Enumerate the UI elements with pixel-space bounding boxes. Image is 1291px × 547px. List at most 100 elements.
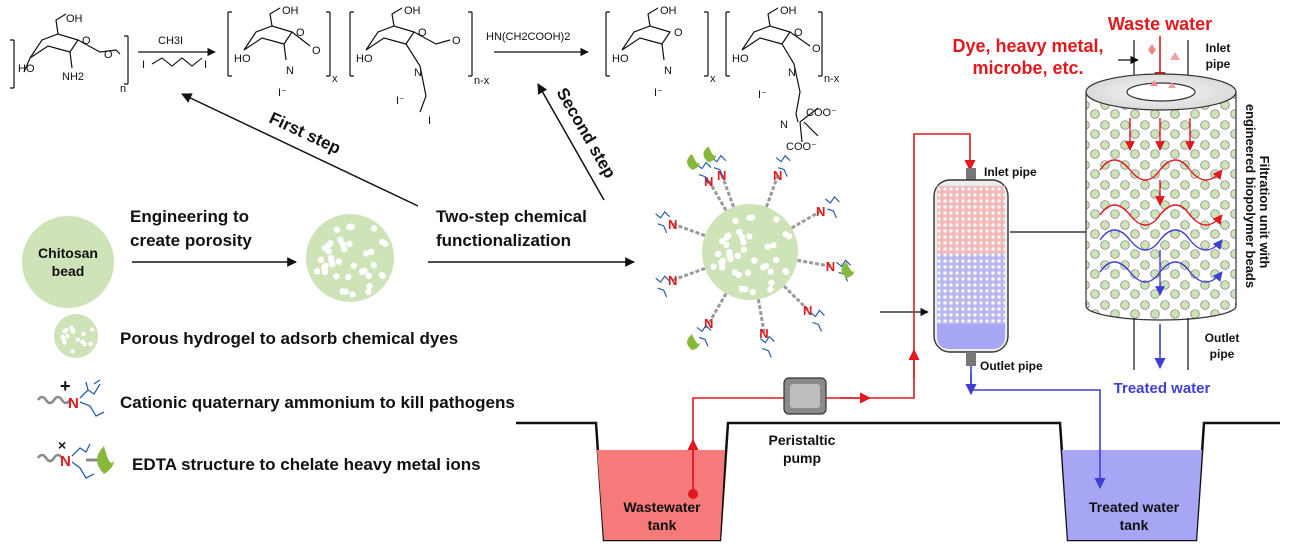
pore (60, 334, 65, 340)
svg-text:I: I (428, 115, 431, 127)
amine-n: N (816, 204, 825, 219)
pore (773, 256, 780, 264)
amine-n: N (773, 168, 782, 183)
porosity-label-2: create porosity (130, 231, 252, 250)
porous-bead (306, 214, 394, 302)
svg-text:I⁻: I⁻ (758, 89, 767, 101)
svg-text:HO: HO (612, 53, 629, 65)
unit-side-label-2: engineered biopolymer beads (1243, 104, 1258, 288)
edta-chelator (841, 262, 855, 279)
ligand-tail (775, 154, 791, 177)
column-inlet-label: Inlet pipe (984, 165, 1037, 179)
svg-text:n-x: n-x (824, 73, 840, 85)
unit-inlet-label-1: Inlet (1206, 41, 1231, 55)
pore (740, 246, 747, 253)
pore (751, 257, 758, 264)
ligand-tail (711, 154, 727, 177)
chitosan-structure (10, 13, 129, 89)
svg-text:x: x (332, 73, 338, 85)
pore (736, 228, 743, 236)
ligand-tail (696, 324, 712, 347)
legend-item-2: Cationic quaternary ammonium to kill pat… (120, 393, 515, 412)
contaminants-label-1: Dye, heavy metal, (952, 36, 1103, 56)
svg-text:O: O (794, 27, 803, 39)
unit-inlet-label-2: pipe (1206, 57, 1231, 71)
svg-text:N: N (780, 119, 788, 131)
svg-text:OH: OH (404, 5, 421, 17)
quaternized-structure (227, 7, 473, 113)
pore (70, 349, 75, 354)
edta-chelator (703, 146, 717, 163)
svg-text:O: O (296, 27, 305, 39)
pore (719, 237, 726, 245)
pore (346, 223, 353, 231)
svg-text:I⁻: I⁻ (396, 95, 405, 107)
pore (368, 248, 375, 256)
svg-text:Wastewater: Wastewater (623, 499, 701, 515)
pore (322, 262, 329, 270)
pore (764, 243, 772, 251)
ligand-tail (655, 275, 671, 298)
legend-item-3: EDTA structure to chelate heavy metal io… (132, 455, 481, 474)
svg-text:O: O (312, 45, 321, 57)
svg-text:O: O (812, 43, 821, 55)
amine-n: N (704, 316, 713, 331)
legend-edta-icon: N × (36, 437, 114, 479)
svg-text:I: I (142, 59, 145, 71)
svg-text:O: O (674, 27, 683, 39)
ligand-tail (825, 196, 840, 219)
pore (782, 268, 790, 275)
pore (333, 273, 340, 280)
svg-text:OH: OH (660, 5, 677, 17)
svg-text:x: x (710, 73, 716, 85)
contaminants-label-2: microbe, etc. (972, 58, 1083, 78)
svg-text:n-x: n-x (474, 75, 490, 87)
pore (379, 272, 386, 280)
pore (734, 252, 741, 260)
legend-quaternary-ammonium-icon: N + (36, 376, 105, 417)
pore (760, 264, 767, 271)
svg-text:OH: OH (780, 5, 797, 17)
pore (726, 252, 733, 260)
pore (365, 272, 372, 279)
pore (782, 231, 789, 238)
column-outlet-label: Outlet pipe (980, 359, 1043, 373)
unit-outlet-label-2: pipe (1210, 347, 1235, 361)
pore (62, 329, 67, 334)
functionalization-label-2: functionalization (436, 231, 571, 250)
svg-text:Peristaltic: Peristaltic (769, 432, 836, 448)
edta-chelator (687, 153, 700, 170)
amine-n: N (717, 168, 726, 183)
functionalization-label-1: Two-step chemical (436, 207, 587, 226)
pore (333, 226, 341, 233)
pore (773, 216, 780, 223)
pore (90, 327, 95, 332)
amine-n: N (826, 259, 835, 274)
ground-and-tanks: Wastewater tank Treated water tank (516, 421, 1280, 542)
treated-water-tank (1062, 450, 1202, 540)
svg-text:HO: HO (234, 53, 251, 65)
svg-text:N: N (788, 67, 796, 79)
polymer-arm (672, 267, 706, 282)
pore (746, 233, 753, 240)
svg-text:×: × (58, 437, 66, 453)
filtration-unit: Waste water Dye, heavy metal, microbe, e… (952, 14, 1272, 397)
svg-text:O: O (418, 27, 427, 39)
pore (345, 273, 352, 281)
svg-text:N: N (414, 67, 422, 79)
pore (740, 238, 747, 246)
svg-text:O: O (452, 35, 461, 47)
pore (770, 242, 777, 249)
pore (346, 240, 353, 248)
first-step-arrow (181, 93, 419, 207)
chitosan-bead: Chitosan bead (22, 216, 114, 308)
legend: Porous hydrogel to adsorb chemical dyes … (36, 314, 515, 479)
waste-water-label: Waste water (1108, 14, 1212, 34)
diiodobutane-structure: I I (142, 57, 207, 71)
first-step-label: First step (266, 108, 343, 158)
pore (742, 285, 749, 293)
edta-chelator (687, 334, 700, 351)
pore (366, 282, 373, 290)
svg-text:tank: tank (648, 517, 677, 533)
